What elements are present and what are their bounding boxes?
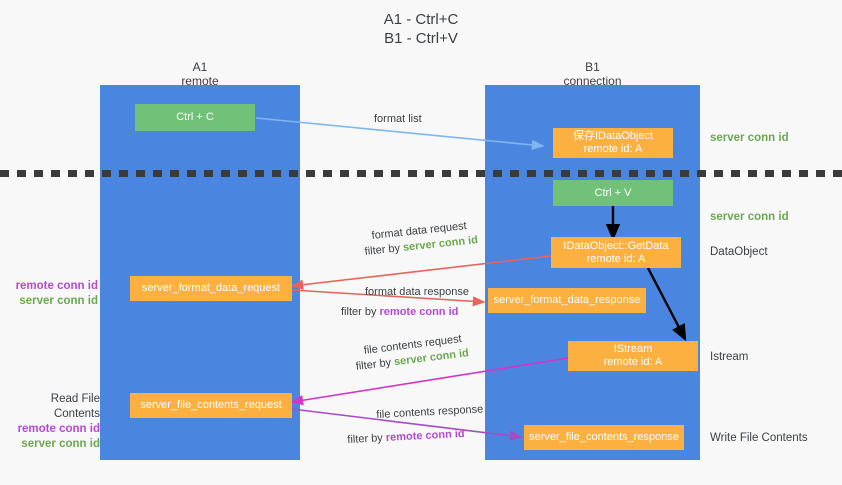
page-title: A1 - Ctrl+C B1 - Ctrl+V (0, 10, 842, 48)
edge-filter-format-data-response: filter by remote conn id (341, 305, 458, 320)
label-group2-server-conn-id: server conn id (21, 438, 100, 450)
node-idataobject-getdata[interactable]: IDataObject::GetData remote id: A (551, 237, 681, 268)
label-group2-remote-conn-id: remote conn id (17, 423, 100, 435)
label-group1: remote conn id server conn id (10, 279, 98, 309)
edge-filter-value: remote conn id (379, 306, 459, 318)
node-server-format-data-response[interactable]: server_format_data_response (488, 288, 646, 313)
title-line-1: A1 - Ctrl+C (383, 11, 459, 28)
edge-filter-value: remote conn id (385, 427, 465, 444)
node-idataobject-getdata-line2: remote id: A (586, 252, 646, 265)
node-save-idataobject-line1: 保存IDataObject (572, 130, 654, 142)
node-ctrl-v-label: Ctrl + V (594, 186, 632, 199)
edge-filter-file-contents-response: filter by remote conn id (347, 427, 465, 448)
label-group2: Read File Contents remote conn id server… (8, 392, 100, 452)
column-header-b1-name: B1 (585, 60, 600, 74)
node-save-idataobject[interactable]: 保存IDataObject remote id: A (553, 128, 673, 158)
label-read-file-contents: Read File Contents (50, 393, 100, 420)
edge-filter-prefix: filter by (347, 431, 387, 446)
node-server-file-contents-response[interactable]: server_file_contents_response (524, 425, 684, 450)
node-server-file-contents-request[interactable]: server_file_contents_request (130, 393, 292, 418)
node-ctrl-c-label: Ctrl + C (176, 111, 214, 123)
node-server-format-data-request-label: server_format_data_request (141, 282, 281, 294)
label-dataobject: DataObject (710, 246, 768, 258)
node-ctrl-c[interactable]: Ctrl + C (135, 104, 255, 131)
column-header-a1-sub: remote (181, 74, 219, 88)
label-group1-remote-conn-id: remote conn id (15, 280, 98, 292)
node-server-file-contents-request-label: server_file_contents_request (140, 399, 282, 411)
edge-label-format-data-response: format data response (365, 286, 469, 298)
label-group1-server-conn-id: server conn id (19, 295, 98, 307)
column-header-b1: B1 connection (485, 60, 700, 88)
label-server-conn-id-mid: server conn id (710, 211, 789, 223)
label-server-conn-id-top: server conn id (710, 132, 789, 144)
column-header-b1-sub: connection (563, 74, 622, 88)
label-write-file-contents: Write File Contents (710, 432, 808, 444)
column-header-a1: A1 remote (100, 60, 300, 88)
node-server-format-data-request[interactable]: server_format_data_request (130, 276, 292, 301)
node-istream-line2: remote id: A (603, 356, 663, 368)
edge-label-format-list: format list (374, 113, 422, 125)
dashed-divider (0, 170, 842, 177)
node-istream-line1: IStream (613, 343, 653, 355)
edge-filter-prefix: filter by (364, 241, 404, 258)
node-ctrl-v[interactable]: Ctrl + V (553, 180, 673, 206)
node-server-file-contents-response-label: server_file_contents_response (529, 431, 679, 443)
node-idataobject-getdata-line1: IDataObject::GetData (563, 239, 669, 252)
column-header-a1-name: A1 (192, 60, 208, 74)
edge-filter-prefix: filter by (341, 306, 380, 318)
title-line-2: B1 - Ctrl+V (384, 30, 458, 47)
node-istream[interactable]: IStream remote id: A (568, 341, 698, 371)
edge-filter-prefix: filter by (355, 356, 395, 373)
edge-label-file-contents-response: file contents response (376, 403, 484, 421)
node-server-format-data-response-label: server_format_data_response (493, 294, 641, 306)
label-istream: Istream (710, 351, 749, 363)
node-save-idataobject-line2: remote id: A (583, 143, 643, 155)
